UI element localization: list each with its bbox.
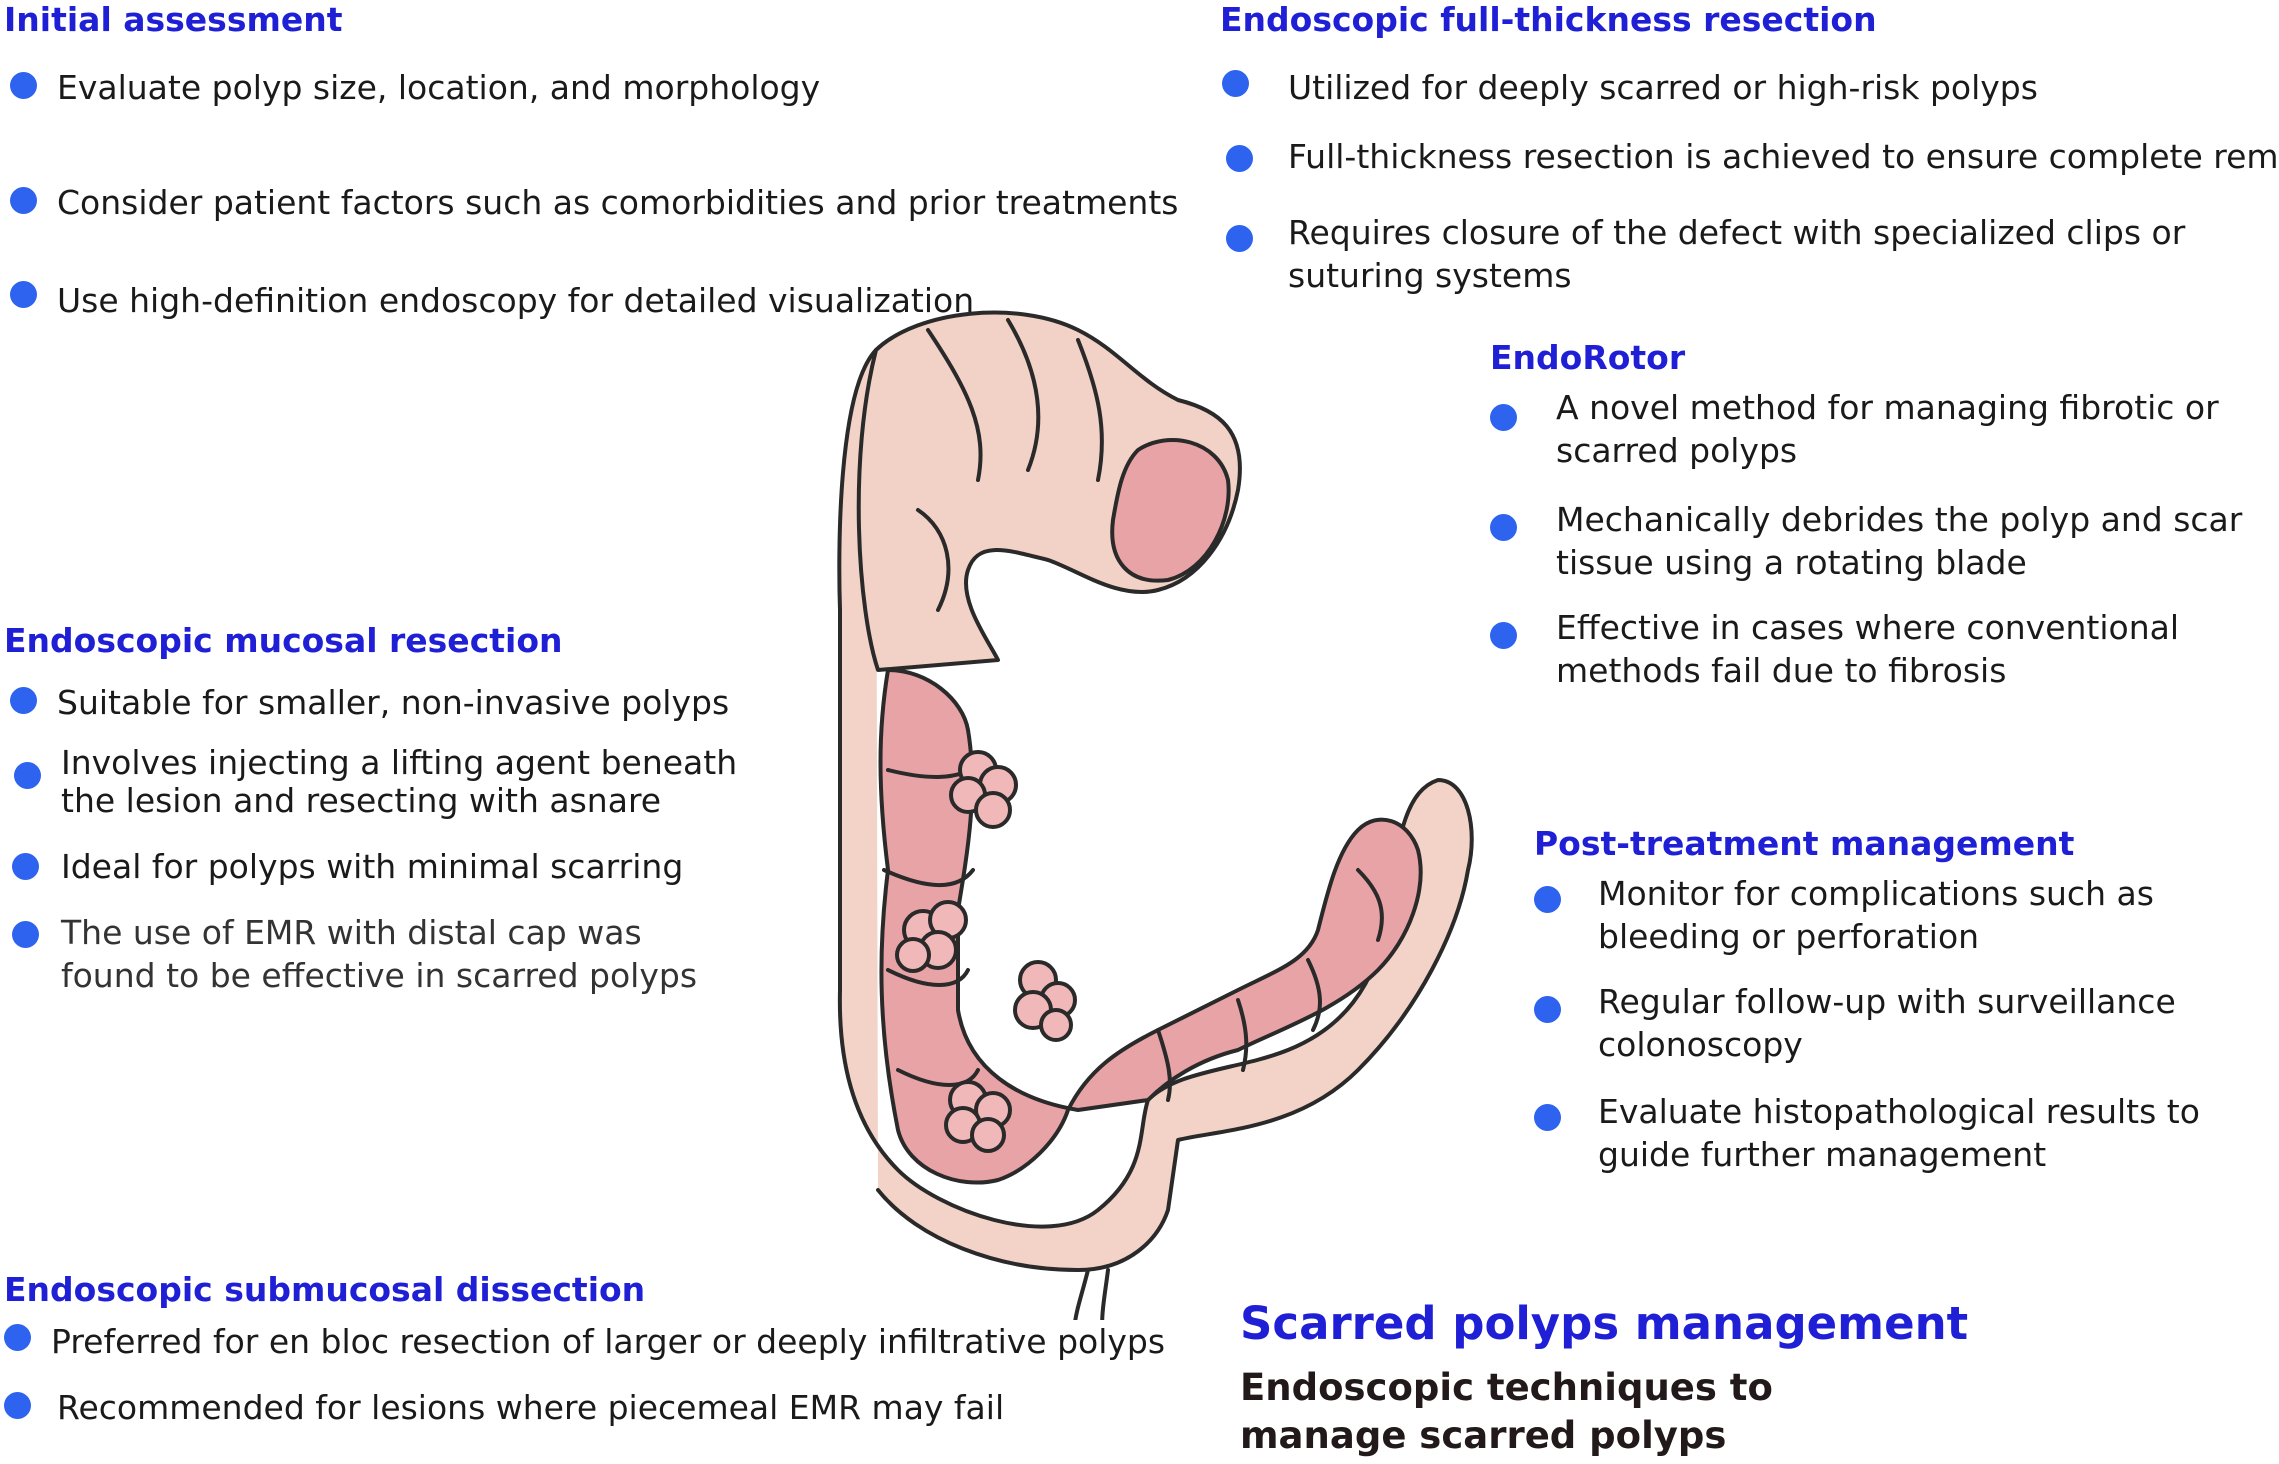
item-text: Use high-definition endoscopy for detail… [57, 281, 975, 320]
bullet-icon [1534, 1104, 1561, 1131]
bullet-icon [10, 187, 37, 214]
item-text: Involves injecting a lifting agent benea… [61, 743, 738, 820]
item-text: Regular follow-up with surveillance colo… [1598, 982, 2176, 1064]
bullet-icon [1490, 514, 1517, 541]
section-title: Initial assessment [4, 0, 343, 39]
bullet-icon [1534, 996, 1561, 1023]
section-title: Endoscopic submucosal dissection [4, 1270, 646, 1309]
page-subtitle: Endoscopic techniques to manage scarred … [1240, 1366, 1773, 1457]
bullet-icon [10, 281, 37, 308]
section-title: Endoscopic full-thickness resection [1220, 0, 1877, 39]
item-text: Monitor for complications such as bleedi… [1598, 874, 2154, 956]
bullet-icon [10, 687, 37, 714]
bullet-icon [1490, 404, 1517, 431]
bullet-icon [1226, 225, 1253, 252]
item-text: Preferred for en bloc resection of large… [51, 1322, 1166, 1361]
item-text: Effective in cases where conventional me… [1556, 608, 2180, 690]
item-text: Recommended for lesions where piecemeal … [57, 1388, 1005, 1427]
item-text: The use of EMR with distal cap was found… [61, 913, 698, 995]
colon-with-polyps-icon [818, 310, 1498, 1320]
item-text: Consider patient factors such as comorbi… [57, 183, 1179, 222]
bullet-icon [10, 72, 37, 99]
item-text: Utilized for deeply scarred or high-risk… [1288, 68, 2038, 107]
item-text: Suitable for smaller, non-invasive polyp… [57, 683, 730, 722]
item-text: Ideal for polyps with minimal scarring [61, 847, 684, 886]
bullet-icon [1534, 886, 1561, 913]
bullet-icon [1226, 145, 1253, 172]
item-text: Mechanically debrides the polyp and scar… [1556, 500, 2243, 582]
item-text: Evaluate histopathological results to gu… [1598, 1092, 2200, 1174]
section-title: Post-treatment management [1534, 824, 2075, 863]
item-text: Requires closure of the defect with spec… [1288, 213, 2186, 295]
section-title: Endoscopic mucosal resection [4, 621, 563, 660]
item-text: A novel method for managing fibrotic or … [1556, 388, 2219, 470]
bullet-icon [1222, 70, 1249, 97]
bullet-icon [12, 921, 39, 948]
item-text: Evaluate polyp size, location, and morph… [57, 68, 821, 107]
bullet-icon [1490, 622, 1517, 649]
page-title: Scarred polyps management [1240, 1297, 1969, 1350]
section-title: EndoRotor [1490, 338, 1686, 377]
bullet-icon [4, 1324, 31, 1351]
bullet-icon [14, 762, 41, 789]
item-text: Full-thickness resection is achieved to … [1288, 137, 2279, 176]
bullet-icon [4, 1392, 31, 1419]
bullet-icon [12, 853, 39, 880]
